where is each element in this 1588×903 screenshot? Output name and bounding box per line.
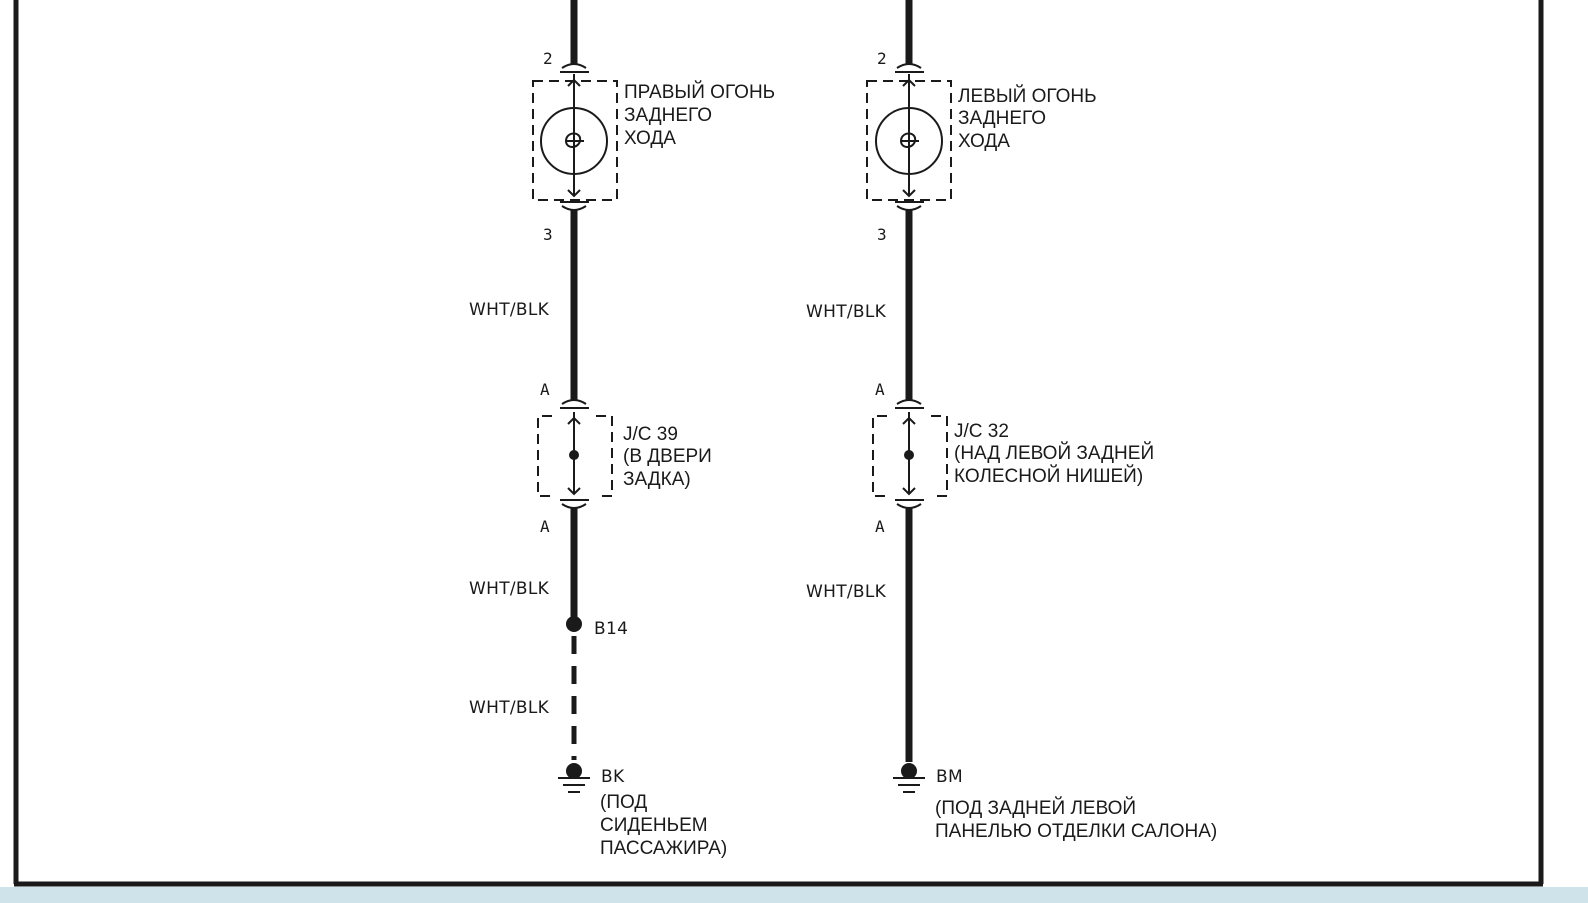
left-ground-label-2: СИДЕНЬЕМ — [600, 815, 708, 836]
right-jc-label-2: (НАД ЛЕВОЙ ЗАДНЕЙ — [954, 442, 1154, 464]
right-ground-label-2: ПАНЕЛЬЮ ОТДЕЛКИ САЛОНА) — [935, 821, 1217, 842]
left-lamp-pin-top: 2 — [543, 49, 553, 68]
left-ground-label-3: ПАССАЖИРА) — [600, 838, 727, 859]
left-lamp-label-1: ПРАВЫЙ ОГОНЬ — [624, 81, 775, 103]
left-jc-label-1: J/C 39 — [623, 424, 678, 445]
left-ground-code: BK — [601, 767, 625, 787]
right-jc-pin-top: A — [875, 380, 885, 399]
left-reverse-lamp — [532, 74, 618, 201]
left-jc-label-3: ЗАДКА) — [623, 469, 691, 490]
left-splice-dot — [566, 616, 582, 632]
left-lamp-label-2: ЗАДНЕГО — [624, 105, 712, 126]
right-ground-label-1: (ПОД ЗАДНЕЙ ЛЕВОЙ — [935, 797, 1136, 819]
right-lamp-connector-bottom — [896, 205, 922, 211]
right-wire-label-1: WHT/BLK — [806, 302, 887, 322]
left-jc-label-2: (В ДВЕРИ — [623, 446, 712, 467]
left-branch: 2 ПРАВЫЙ ОГОНЬ ЗАДНЕГО ХОДА 3 WHT/BLK A — [469, 0, 775, 859]
left-jc-pin-top: A — [540, 380, 550, 399]
bottom-strip — [0, 887, 1588, 903]
left-ground-label-1: (ПОД — [600, 792, 647, 813]
right-lamp-label-1: ЛЕВЫЙ ОГОНЬ — [958, 85, 1097, 107]
left-jc-pin-bottom: A — [540, 517, 550, 536]
right-jc-pin-bottom: A — [875, 517, 885, 536]
left-lamp-connector-bottom — [561, 205, 587, 211]
right-lamp-pin-top: 2 — [877, 49, 887, 68]
right-ground-icon — [893, 763, 925, 793]
right-reverse-lamp — [866, 74, 952, 201]
left-joint-connector — [537, 412, 613, 497]
right-ground-code: BM — [936, 767, 963, 787]
left-lamp-pin-bottom: 3 — [543, 225, 553, 244]
right-lamp-label-2: ЗАДНЕГО — [958, 108, 1046, 129]
right-branch: 2 ЛЕВЫЙ ОГОНЬ ЗАДНЕГО ХОДА 3 WHT/BLK A — [806, 0, 1217, 842]
right-jc-label-1: J/C 32 — [954, 421, 1009, 442]
left-wire-label-2: WHT/BLK — [469, 579, 550, 599]
left-lamp-connector-top — [561, 63, 587, 69]
right-lamp-pin-bottom: 3 — [877, 225, 887, 244]
right-lamp-label-3: ХОДА — [958, 131, 1010, 152]
left-lamp-label-3: ХОДА — [624, 128, 676, 149]
left-wire-label-3: WHT/BLK — [469, 698, 550, 718]
right-lamp-connector-top — [896, 63, 922, 69]
left-splice-label: B14 — [594, 619, 628, 639]
left-ground-icon — [558, 763, 590, 793]
right-jc-label-3: КОЛЕСНОЙ НИШЕЙ) — [954, 465, 1143, 487]
right-joint-connector — [872, 412, 948, 497]
left-wire-label-1: WHT/BLK — [469, 300, 550, 320]
right-wire-label-2: WHT/BLK — [806, 582, 887, 602]
lamp-bulb-icon — [875, 107, 943, 175]
lamp-bulb-icon — [540, 107, 608, 175]
